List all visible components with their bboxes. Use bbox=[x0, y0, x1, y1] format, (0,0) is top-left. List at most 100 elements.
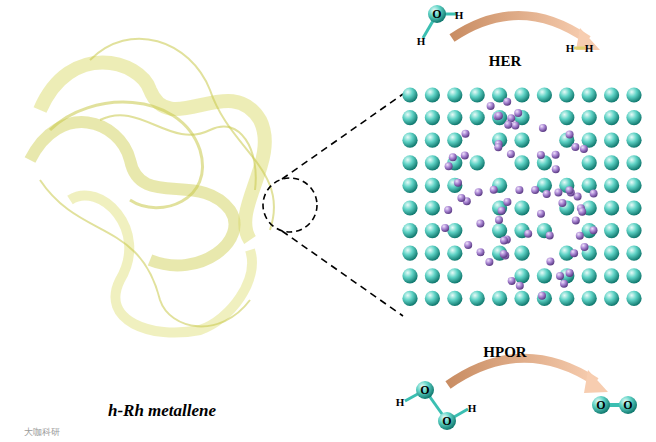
dopant-atom bbox=[552, 151, 560, 159]
rh-atom bbox=[402, 133, 417, 148]
dopant-atom bbox=[558, 199, 566, 207]
rh-atom bbox=[537, 87, 552, 102]
rh-atom bbox=[447, 87, 462, 102]
rh-atom bbox=[402, 87, 417, 102]
dopant-atom bbox=[500, 237, 508, 245]
dopant-atom bbox=[580, 145, 588, 153]
rh-atom bbox=[425, 291, 440, 306]
rh-atom bbox=[425, 87, 440, 102]
dopant-atom bbox=[546, 231, 554, 239]
dopant-atom bbox=[543, 190, 551, 198]
atom-label: H bbox=[396, 397, 405, 408]
rh-atom bbox=[582, 87, 597, 102]
dopant-atom bbox=[444, 206, 452, 214]
rh-atom bbox=[470, 87, 485, 102]
rh-atom bbox=[425, 223, 440, 238]
rh-atom bbox=[604, 200, 619, 215]
rh-atom bbox=[470, 110, 485, 125]
dopant-atom bbox=[539, 124, 547, 132]
dopant-atom bbox=[537, 151, 545, 159]
rh-atom bbox=[514, 155, 529, 170]
dopant-atom bbox=[531, 186, 539, 194]
rh-atom bbox=[626, 291, 641, 306]
rh-atom bbox=[402, 155, 417, 170]
dopant-atom bbox=[464, 241, 472, 249]
rh-atom bbox=[492, 291, 507, 306]
reaction-label: HER bbox=[489, 54, 522, 69]
zoom-circle bbox=[263, 178, 317, 232]
rh-atom bbox=[425, 246, 440, 261]
rh-atom bbox=[402, 110, 417, 125]
rh-atom bbox=[559, 291, 574, 306]
rh-atom bbox=[604, 268, 619, 283]
dopant-atom bbox=[441, 224, 449, 232]
dopant-atom bbox=[485, 258, 493, 266]
rh-atom bbox=[626, 155, 641, 170]
rh-atom bbox=[492, 223, 507, 238]
dopant-atom bbox=[475, 188, 483, 196]
rh-atom bbox=[447, 178, 462, 193]
atom-lattice bbox=[402, 87, 641, 306]
rh-atom bbox=[626, 200, 641, 215]
rh-atom bbox=[470, 155, 485, 170]
rh-atom bbox=[559, 87, 574, 102]
dopant-atom bbox=[537, 210, 545, 218]
zoom-line bbox=[282, 94, 403, 179]
rh-atom bbox=[447, 133, 462, 148]
atom-label: H bbox=[585, 43, 594, 54]
dopant-atom bbox=[552, 165, 560, 173]
rh-atom bbox=[626, 133, 641, 148]
rh-atom bbox=[582, 110, 597, 125]
rh-atom bbox=[425, 110, 440, 125]
reaction-label: HPOR bbox=[483, 345, 526, 360]
atom-label: O bbox=[432, 8, 441, 20]
dopant-atom bbox=[445, 162, 453, 170]
rh-atom bbox=[425, 133, 440, 148]
atom-label: H bbox=[566, 43, 575, 54]
zoom-line bbox=[282, 231, 403, 316]
atom-label: O bbox=[596, 399, 605, 411]
watermark: 大咖科研 bbox=[24, 428, 60, 437]
reaction-arrow bbox=[448, 358, 596, 385]
dopant-atom bbox=[515, 186, 523, 194]
rh-atom bbox=[604, 223, 619, 238]
rh-atom bbox=[447, 110, 462, 125]
rh-atom bbox=[514, 87, 529, 102]
reaction-arrow bbox=[452, 15, 588, 40]
dopant-atom bbox=[572, 216, 580, 224]
rh-atom bbox=[582, 223, 597, 238]
dopant-atom bbox=[511, 122, 519, 130]
atom-label: O bbox=[623, 399, 632, 411]
dopant-atom bbox=[487, 102, 495, 110]
dopant-atom bbox=[556, 272, 564, 280]
rh-atom bbox=[626, 87, 641, 102]
dopant-atom bbox=[566, 131, 574, 139]
atom-label: H bbox=[468, 403, 477, 414]
dopant-atom bbox=[590, 226, 598, 234]
rh-atom bbox=[514, 246, 529, 261]
metallene-sheet bbox=[30, 39, 274, 333]
atom-label: O bbox=[420, 384, 429, 396]
rh-atom bbox=[604, 178, 619, 193]
dopant-atom bbox=[571, 143, 579, 151]
dopant-atom bbox=[581, 243, 589, 251]
rh-atom bbox=[425, 178, 440, 193]
rh-atom bbox=[425, 268, 440, 283]
dopant-atom bbox=[507, 150, 515, 158]
rh-atom bbox=[447, 223, 462, 238]
dopant-atom bbox=[546, 257, 554, 265]
rh-atom bbox=[447, 246, 462, 261]
dopant-atom bbox=[495, 216, 503, 224]
rh-atom bbox=[582, 155, 597, 170]
dopant-atom bbox=[477, 248, 485, 256]
rh-atom bbox=[604, 246, 619, 261]
rh-atom bbox=[604, 87, 619, 102]
dopant-atom bbox=[570, 249, 578, 257]
rh-atom bbox=[604, 133, 619, 148]
dopant-atom bbox=[476, 220, 484, 228]
rh-atom bbox=[537, 268, 552, 283]
rh-atom bbox=[582, 291, 597, 306]
rh-atom bbox=[447, 268, 462, 283]
